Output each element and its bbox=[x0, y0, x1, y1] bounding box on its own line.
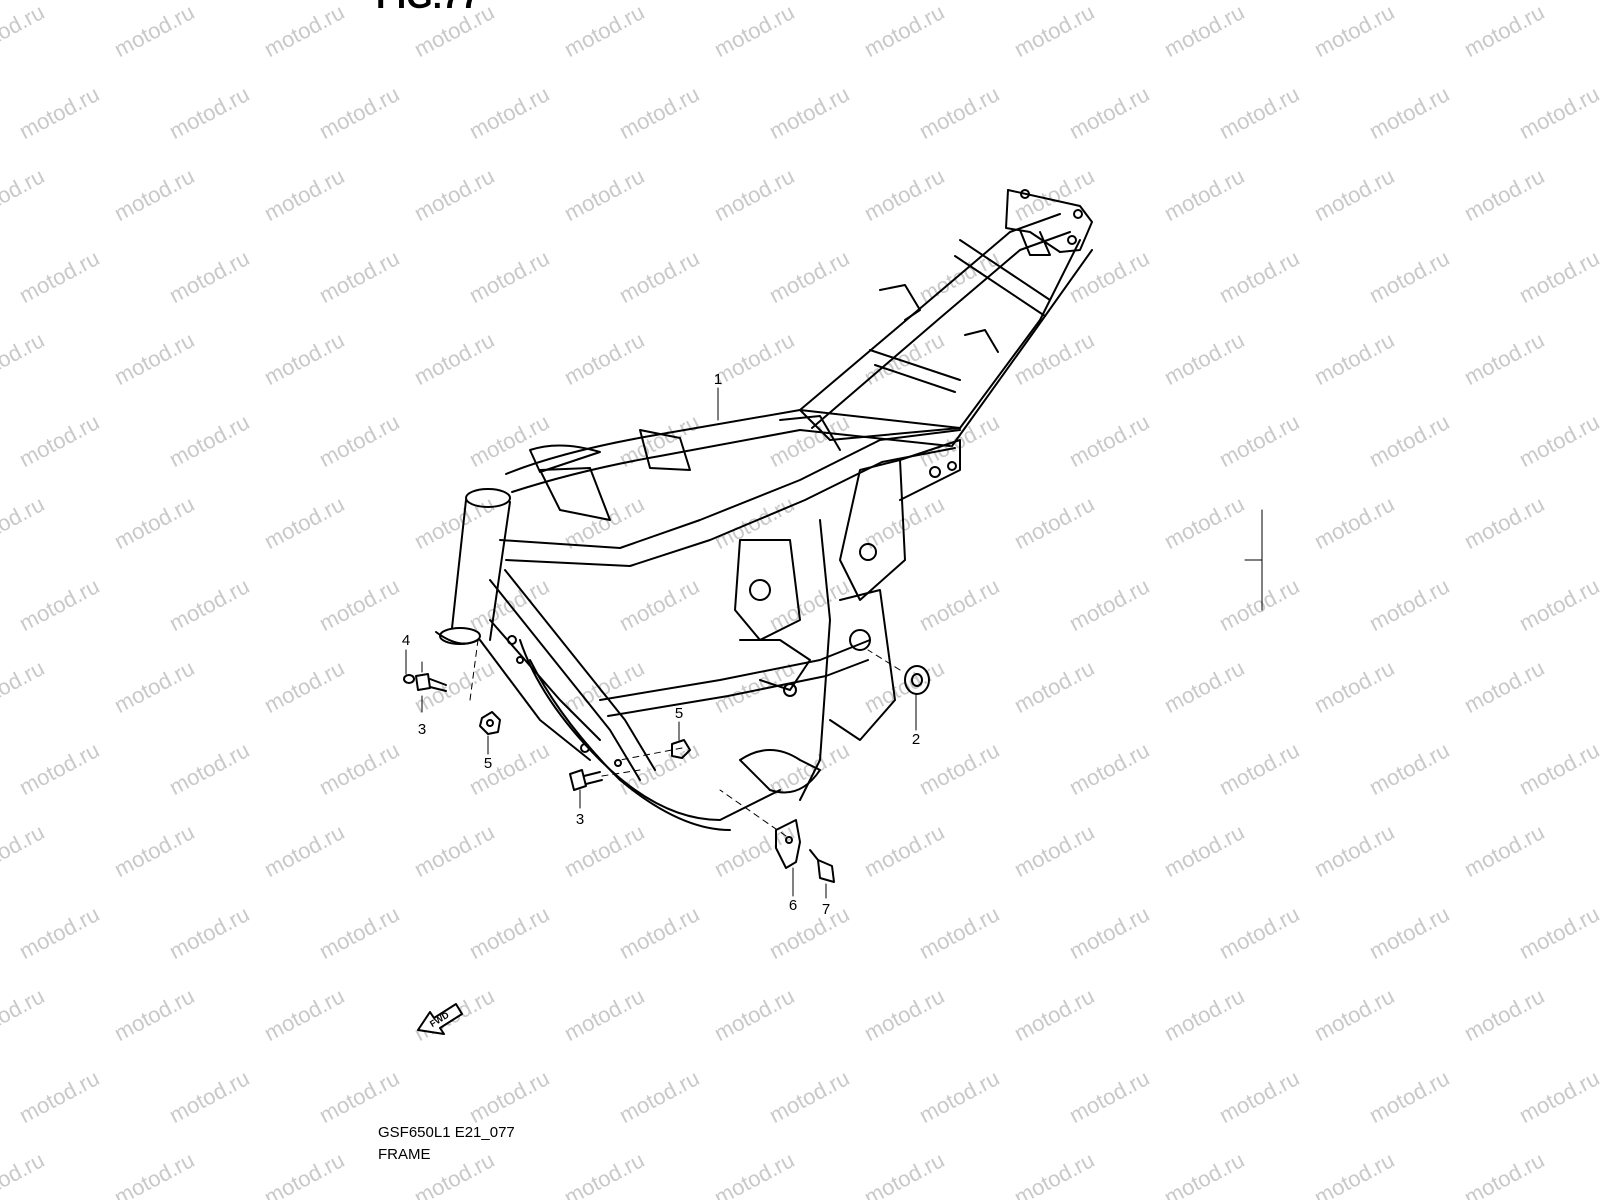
head-pipe bbox=[435, 488, 511, 645]
part-7-bolt bbox=[809, 849, 835, 883]
callout-4: 4 bbox=[402, 632, 410, 649]
callout-5-left: 5 bbox=[484, 755, 492, 772]
front-down-tubes bbox=[479, 569, 781, 831]
callout-3-lower: 3 bbox=[576, 811, 584, 828]
callout-5-right: 5 bbox=[675, 705, 683, 722]
part-2-washer bbox=[904, 665, 930, 695]
main-rails bbox=[499, 409, 961, 567]
model-code-caption: GSF650L1 E21_077 bbox=[378, 1124, 515, 1141]
callout-6: 6 bbox=[789, 897, 797, 914]
part-3-bolt-upper bbox=[415, 673, 447, 692]
lower-rails bbox=[599, 639, 871, 794]
tail-bracket bbox=[1005, 189, 1093, 256]
part-5-nut-left bbox=[479, 711, 501, 735]
figure-title: FIG.77 bbox=[376, 0, 480, 17]
forward-arrow-icon bbox=[417, 1003, 463, 1035]
cross-members bbox=[639, 409, 961, 471]
section-name-caption: FRAME bbox=[378, 1146, 431, 1163]
seat-rails bbox=[799, 213, 1093, 447]
rear-side-plates bbox=[734, 439, 961, 801]
part-5-nut-right bbox=[671, 739, 691, 759]
part-6-bracket bbox=[775, 819, 801, 869]
callout-1: 1 bbox=[714, 371, 722, 388]
callout-3-upper: 3 bbox=[418, 721, 426, 738]
leader-lines bbox=[405, 387, 1263, 899]
callout-2: 2 bbox=[912, 731, 920, 748]
callout-7: 7 bbox=[822, 901, 830, 918]
part-4-washer bbox=[403, 674, 415, 684]
part-3-bolt-lower bbox=[569, 769, 603, 791]
